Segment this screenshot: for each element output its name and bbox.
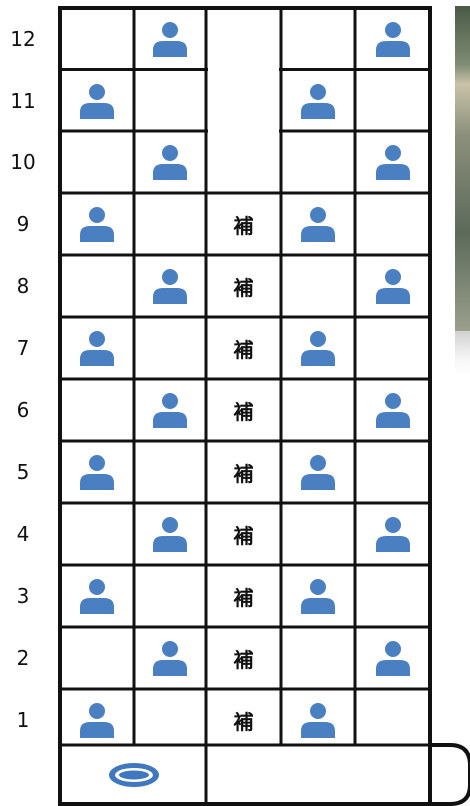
person-icon — [78, 330, 116, 366]
auxiliary-seat-label: 補 — [234, 396, 254, 425]
occupied-seat — [134, 131, 206, 193]
occupied-seat — [355, 8, 430, 70]
row-number: 1 — [0, 689, 46, 751]
auxiliary-seat-label: 補 — [234, 272, 254, 301]
background-photo-edge — [455, 6, 470, 331]
auxiliary-seat-label: 補 — [234, 334, 254, 363]
occupied-seat — [134, 503, 206, 565]
person-icon — [299, 578, 337, 614]
row-number: 3 — [0, 565, 46, 627]
auxiliary-seat-label: 補 — [234, 644, 254, 673]
occupied-seat — [134, 627, 206, 689]
auxiliary-seat-label: 補 — [234, 582, 254, 611]
person-icon — [78, 454, 116, 490]
auxiliary-seat: 補 — [206, 193, 281, 255]
auxiliary-seat: 補 — [206, 689, 281, 751]
person-icon — [151, 21, 189, 57]
person-icon — [299, 206, 337, 242]
occupied-seat — [355, 131, 430, 193]
occupied-seat — [281, 193, 355, 255]
auxiliary-seat: 補 — [206, 503, 281, 565]
occupied-seat — [281, 70, 355, 132]
person-icon — [151, 268, 189, 304]
background-photo-fade — [455, 331, 470, 376]
person-icon — [374, 268, 412, 304]
occupied-seat — [281, 317, 355, 379]
person-icon — [374, 640, 412, 676]
person-icon — [78, 702, 116, 738]
auxiliary-seat: 補 — [206, 379, 281, 441]
auxiliary-seat: 補 — [206, 317, 281, 379]
auxiliary-seat: 補 — [206, 441, 281, 503]
occupied-seat — [134, 8, 206, 70]
person-icon — [299, 454, 337, 490]
occupied-seat — [355, 379, 430, 441]
occupied-seat — [355, 503, 430, 565]
auxiliary-seat-label: 補 — [234, 520, 254, 549]
auxiliary-seat-label: 補 — [234, 210, 254, 239]
row-number: 8 — [0, 255, 46, 317]
occupied-seat — [60, 441, 134, 503]
auxiliary-seat-label: 補 — [234, 458, 254, 487]
occupied-seat — [355, 627, 430, 689]
occupied-seat — [281, 441, 355, 503]
person-icon — [151, 392, 189, 428]
driver-seat — [62, 747, 206, 802]
row-number: 10 — [0, 131, 46, 193]
person-icon — [78, 578, 116, 614]
person-icon — [78, 83, 116, 119]
occupied-seat — [281, 689, 355, 751]
row-number: 9 — [0, 193, 46, 255]
row-number: 12 — [0, 8, 46, 70]
row-number: 7 — [0, 317, 46, 379]
person-icon — [299, 330, 337, 366]
person-icon — [374, 516, 412, 552]
auxiliary-seat: 補 — [206, 565, 281, 627]
occupied-seat — [355, 255, 430, 317]
occupied-seat — [60, 70, 134, 132]
occupied-seat — [134, 379, 206, 441]
occupied-seat — [134, 255, 206, 317]
auxiliary-seat: 補 — [206, 255, 281, 317]
auxiliary-seat: 補 — [206, 627, 281, 689]
occupied-seat — [60, 689, 134, 751]
person-icon — [374, 144, 412, 180]
occupied-seat — [60, 565, 134, 627]
occupied-seat — [281, 565, 355, 627]
row-number: 2 — [0, 627, 46, 689]
person-icon — [78, 206, 116, 242]
row-number: 4 — [0, 503, 46, 565]
person-icon — [374, 392, 412, 428]
person-icon — [151, 144, 189, 180]
person-icon — [299, 702, 337, 738]
occupied-seat — [60, 317, 134, 379]
person-icon — [151, 640, 189, 676]
row-number: 5 — [0, 441, 46, 503]
person-icon — [151, 516, 189, 552]
steering-wheel-icon — [106, 759, 162, 791]
row-number: 6 — [0, 379, 46, 441]
auxiliary-seat-label: 補 — [234, 706, 254, 735]
row-number: 11 — [0, 70, 46, 132]
person-icon — [299, 83, 337, 119]
occupied-seat — [60, 193, 134, 255]
person-icon — [374, 21, 412, 57]
